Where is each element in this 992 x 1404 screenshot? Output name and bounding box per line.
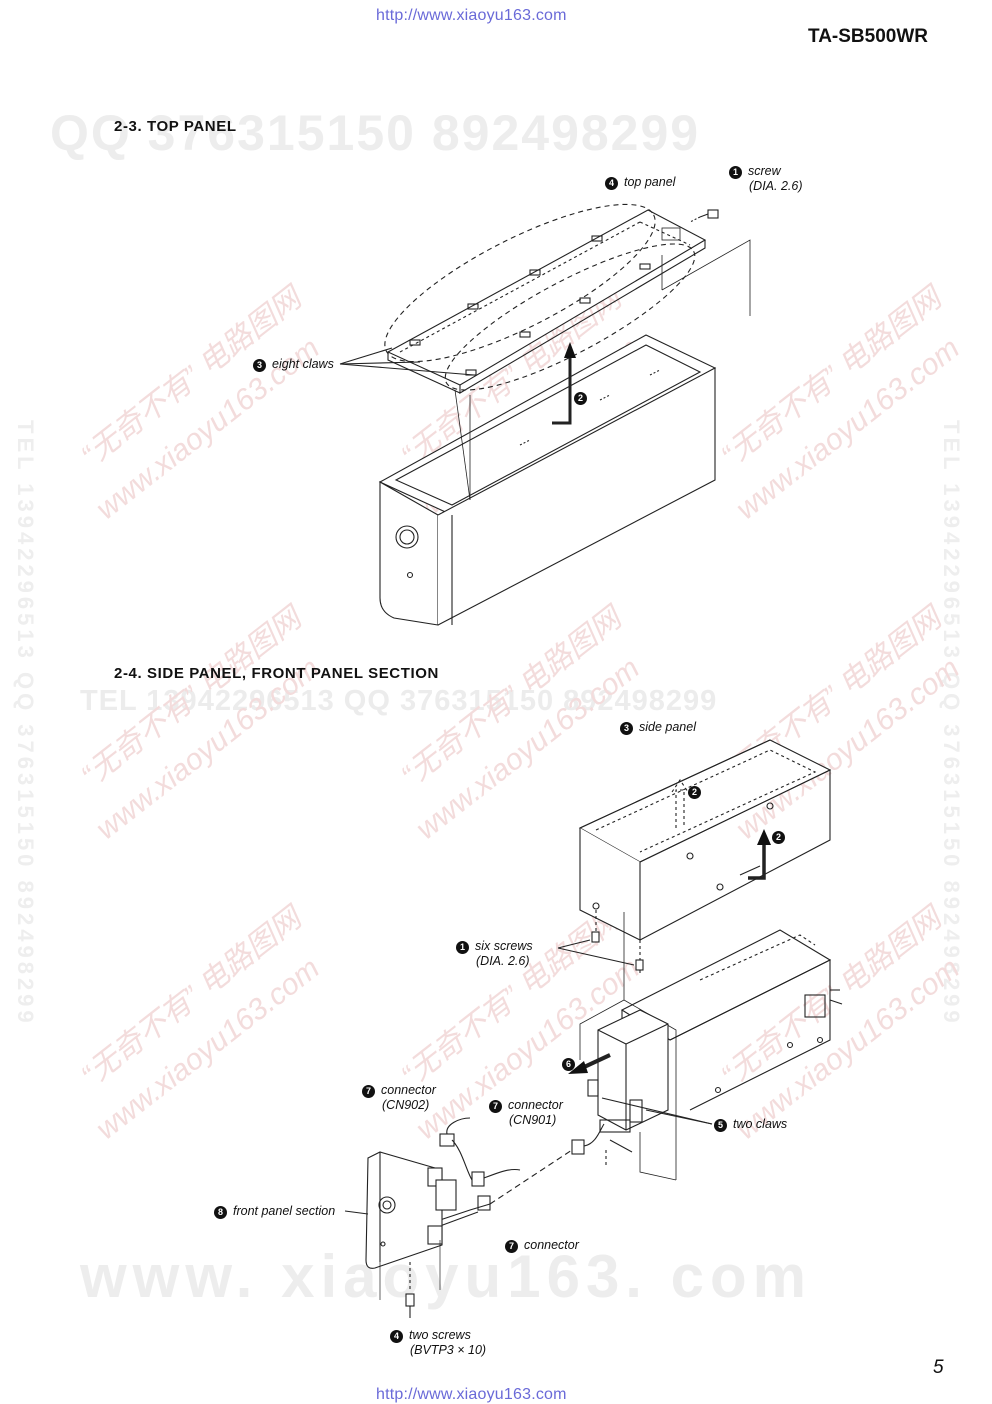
step-4-icon: 4 bbox=[605, 177, 618, 190]
two-screws bbox=[379, 1240, 441, 1318]
label-pull-step: 6 bbox=[562, 1056, 581, 1071]
step-1-icon: 1 bbox=[456, 941, 469, 954]
lift-arrows-side bbox=[671, 779, 771, 880]
step-6-icon: 6 bbox=[562, 1058, 575, 1071]
watermark-vertical-right: TEL 13942296513 QQ 376315150 892498299 bbox=[939, 420, 964, 1027]
step-2-icon: 2 bbox=[688, 786, 701, 799]
heading-side-front-panel: 2-4. SIDE PANEL, FRONT PANEL SECTION bbox=[114, 665, 439, 682]
watermark-qq: QQ 376315150 892498299 bbox=[50, 105, 701, 161]
connectors bbox=[439, 1117, 607, 1227]
label-lift-b: 2 bbox=[772, 829, 791, 844]
inner-module bbox=[587, 1009, 669, 1153]
step-7-icon: 7 bbox=[362, 1085, 375, 1098]
six-screws bbox=[557, 931, 644, 971]
step-3-icon: 3 bbox=[620, 722, 633, 735]
pull-arrow bbox=[568, 1053, 611, 1074]
label-lift-step: 2 bbox=[574, 390, 593, 405]
step-3-icon: 3 bbox=[253, 359, 266, 372]
step-2-icon: 2 bbox=[772, 831, 785, 844]
model-number: TA-SB500WR bbox=[808, 26, 928, 47]
step-5-icon: 5 bbox=[714, 1119, 727, 1132]
step-1-icon: 1 bbox=[729, 166, 742, 179]
side-panel bbox=[578, 739, 832, 975]
page-number: 5 bbox=[933, 1357, 944, 1378]
step-7-icon: 7 bbox=[505, 1240, 518, 1253]
footer-url[interactable]: http://www.xiaoyu163.com bbox=[376, 1386, 567, 1403]
watermark-tel: TEL 13942296513 QQ 376315150 892498299 bbox=[80, 685, 718, 717]
watermark-bottom-url: www. xiaoyu163. com bbox=[80, 1243, 813, 1310]
step-4-icon: 4 bbox=[390, 1330, 403, 1343]
lift-arrow-top bbox=[552, 342, 576, 425]
main-unit bbox=[378, 334, 717, 626]
label-lift-a: 2 bbox=[688, 784, 707, 799]
step-8-icon: 8 bbox=[214, 1206, 227, 1219]
step-7-icon: 7 bbox=[489, 1100, 502, 1113]
step-2-icon: 2 bbox=[574, 392, 587, 405]
heading-top-panel: 2-3. TOP PANEL bbox=[114, 118, 237, 135]
screw-top bbox=[689, 209, 719, 223]
watermark-vertical-left: TEL 13942296513 QQ 376315150 892498299 bbox=[13, 420, 38, 1027]
top-panel-plate bbox=[384, 203, 707, 394]
header-url[interactable]: http://www.xiaoyu163.com bbox=[376, 7, 567, 24]
front-panel-section bbox=[365, 1151, 457, 1269]
